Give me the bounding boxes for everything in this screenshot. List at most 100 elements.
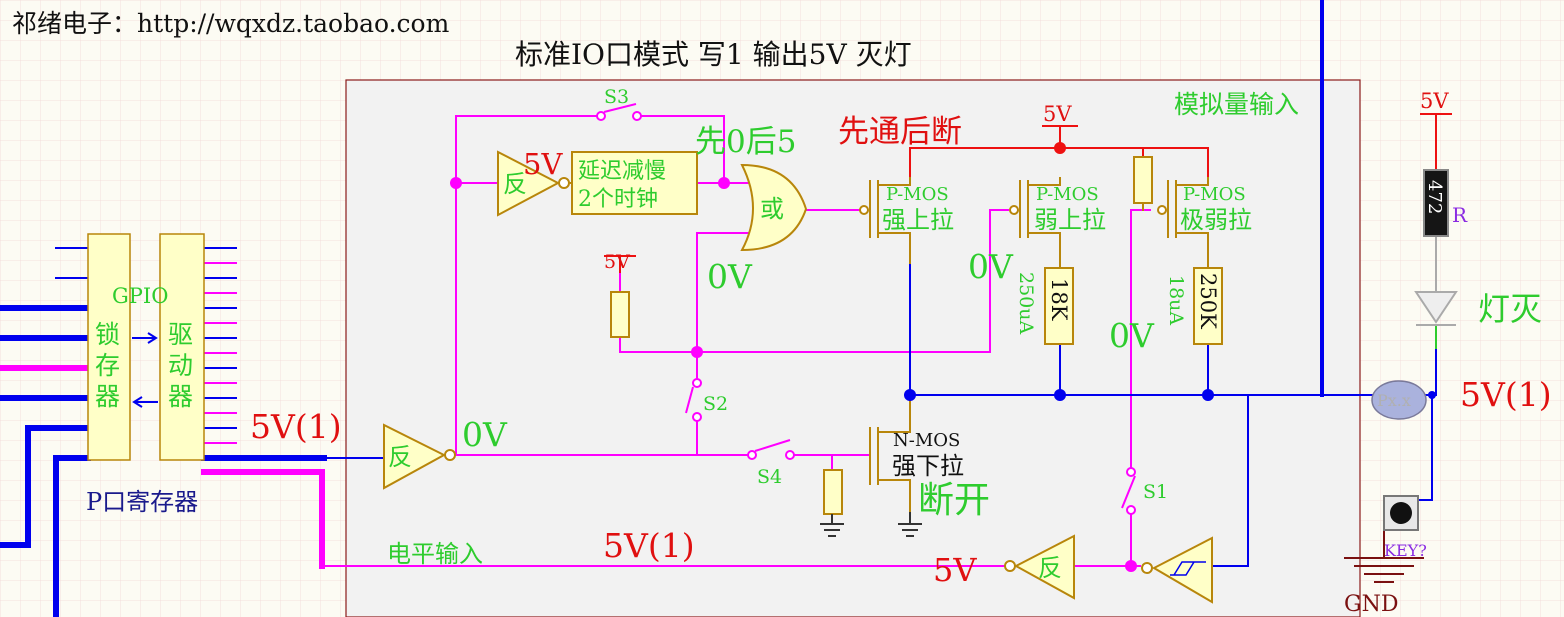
svg-text:弱上拉: 弱上拉 [1034, 206, 1106, 234]
annotation-output-5v1: 5V(1) [250, 407, 342, 446]
resistor-250k-label: 250K [1196, 273, 1220, 329]
svg-text:2个时钟: 2个时钟 [578, 187, 658, 212]
resistor-18k-label: 18K [1047, 278, 1071, 321]
port-pin-icon [1371, 380, 1427, 420]
svg-text:或: 或 [760, 195, 784, 223]
driver-char-2: 动 [168, 351, 193, 380]
wire-weak-gate [619, 209, 1009, 353]
resistor-analog [1133, 156, 1153, 204]
delay-block: 延迟减慢 2个时钟 [571, 151, 698, 215]
svg-text:S1: S1 [1143, 481, 1168, 503]
svg-text:P-MOS: P-MOS [886, 184, 949, 205]
annotation-0v-or: 0V [707, 257, 753, 296]
switch-s4: S4 [747, 439, 795, 488]
junctions [450, 142, 1436, 572]
top-inverter: 反 [497, 150, 570, 217]
resistor-r-label: R [1452, 203, 1468, 227]
svg-text:S3: S3 [604, 86, 629, 108]
wire-input-return [201, 469, 325, 569]
svg-text:强下拉: 强下拉 [892, 452, 964, 480]
driver-pins-blue [203, 247, 237, 459]
latch-block [87, 233, 131, 461]
svg-text:反: 反 [388, 443, 412, 471]
switch-s1: S1 [1121, 467, 1168, 515]
lamp-off-label: 灯灭 [1478, 290, 1542, 328]
annotation-on-then-off: 先通后断 [838, 114, 962, 150]
svg-text:P-MOS: P-MOS [1036, 184, 1099, 205]
resistor-250k [1193, 267, 1223, 345]
arrow-right-icon [132, 332, 158, 344]
switch-s3: S3 [596, 86, 642, 121]
svg-text:强上拉: 强上拉 [882, 206, 954, 234]
key-button-icon [1383, 495, 1419, 531]
latch-char-2: 存 [95, 351, 120, 380]
register-caption: P口寄存器 [86, 488, 198, 516]
arrow-left-icon [132, 396, 158, 408]
resistor-472 [1423, 169, 1449, 237]
annotation-first0then5: 先0后5 [695, 124, 796, 160]
wire-s3-right [639, 115, 725, 184]
wire-s3-left [455, 115, 599, 456]
driver-char-1: 驱 [168, 320, 193, 349]
resistor-472-label: 472 [1424, 180, 1445, 214]
resistor-18k [1044, 267, 1074, 345]
led-icon [1414, 291, 1458, 326]
svg-text:反: 反 [503, 170, 527, 198]
resistor-pulldown [823, 469, 843, 515]
annotation-analog-input: 模拟量输入 [1174, 90, 1299, 119]
pmos-weak: P-MOS 弱上拉 [1009, 177, 1106, 240]
diagram-title: 标准IO口模式 写1 输出5V 灭灯 [515, 38, 912, 71]
latch-char-1: 锁 [95, 320, 120, 349]
bus-blue-thin [55, 247, 89, 279]
svg-text:N-MOS: N-MOS [893, 430, 960, 451]
svg-text:S4: S4 [757, 466, 782, 488]
vcc-left-label: 5V [604, 251, 630, 273]
svg-text:极弱拉: 极弱拉 [1180, 206, 1252, 234]
key-label: KEY? [1384, 541, 1427, 560]
hysteresis-icon [1170, 561, 1206, 576]
inverter-bubble-icon [1004, 560, 1016, 572]
bus-blue-bend [0, 425, 91, 617]
svg-text:延迟减慢: 延迟减慢 [578, 159, 666, 184]
driver-pins-magenta [203, 262, 237, 444]
input-inverter: 反 [1004, 534, 1075, 600]
vcc-led-label: 5V [1420, 89, 1449, 113]
driver-block [159, 233, 205, 461]
current-18ua-label: 18uA [1165, 275, 1187, 325]
pin-level-label: 5V(1) [1460, 375, 1552, 414]
annotation-5v: 5V [523, 147, 563, 181]
shop-label: 祁绪电子：http://wqxdz.taobao.com [12, 9, 450, 38]
annotation-0v-s1: 0V [1109, 316, 1155, 355]
or-gate: 或 [740, 163, 808, 252]
latch-char-3: 器 [95, 382, 120, 411]
gpio-register: GPIO 锁 存 器 驱 动 器 P口寄存器 [86, 233, 205, 516]
vcc-top-label: 5V [1043, 102, 1072, 126]
driver-char-3: 器 [168, 382, 193, 411]
resistor-pullup-left [610, 291, 630, 338]
pmos-strong: P-MOS 强上拉 [859, 177, 954, 240]
vcc-icon [604, 113, 1452, 257]
schmitt-trigger [1141, 536, 1213, 604]
annotation-disconnect: 断开 [918, 480, 990, 521]
bus-blue-thick [0, 305, 91, 401]
annotation-input-5v: 5V [933, 551, 977, 589]
port-pin-label: Px.x [1377, 391, 1411, 410]
nmos-pulldown: N-MOS 强下拉 [869, 420, 964, 486]
annotation-0v-inverter: 0V [462, 415, 508, 454]
gpio-label: GPIO [112, 284, 168, 308]
ground-icon [820, 512, 922, 537]
svg-text:S2: S2 [703, 393, 728, 415]
annotation-level-input: 电平输入 [387, 540, 483, 568]
annotation-level-5v1: 5V(1) [603, 526, 695, 565]
switch-s2: S2 [685, 378, 728, 422]
svg-text:反: 反 [1038, 554, 1062, 582]
pmos-very-weak: P-MOS 极弱拉 [1157, 177, 1252, 240]
svg-text:P-MOS: P-MOS [1183, 184, 1246, 205]
gnd-label: GND [1344, 592, 1398, 617]
current-250ua-label: 250uA [1015, 272, 1037, 335]
inverter-bubble-icon [558, 177, 570, 189]
gnd-icon [1344, 557, 1424, 583]
annotation-0v-weak: 0V [968, 247, 1014, 286]
main-inverter: 反 [383, 423, 456, 490]
